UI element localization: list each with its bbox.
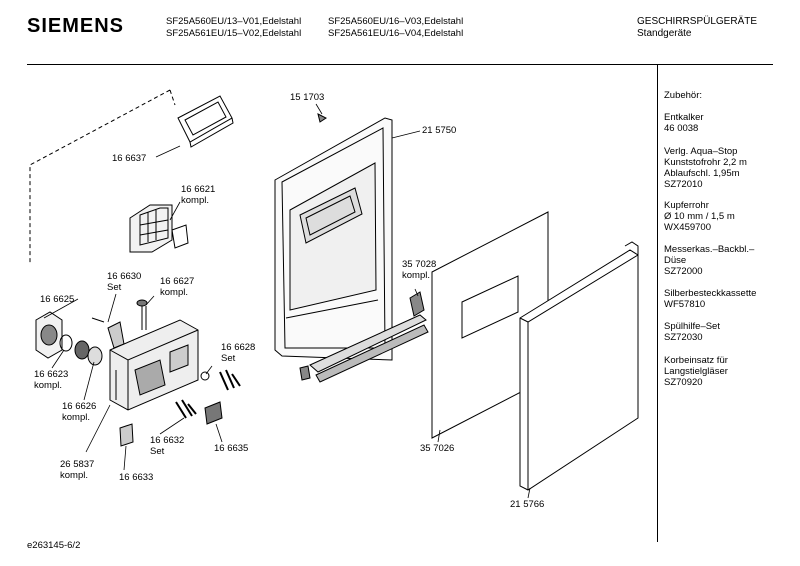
switch-166635 (204, 401, 223, 425)
accessory-code: SZ72030 (664, 332, 703, 343)
part-label-151703: 15 1703 (290, 92, 325, 103)
screw-166627 (136, 299, 148, 330)
accessory-item: Messerkas.–Backbl.– Düse SZ72000 (664, 244, 794, 277)
accessory-name: Messerkas.–Backbl.– Düse (664, 244, 755, 266)
screw-151703 (317, 113, 327, 123)
part-label-166623: 16 6623 kompl. (34, 369, 69, 391)
accessory-item: Kupferrohr Ø 10 mm / 1,5 m WX459700 (664, 200, 794, 233)
accessory-item: Verlg. Aqua–Stop Kunststofrohr 2,2 m Abl… (664, 146, 794, 190)
brand-logo: SIEMENS (27, 15, 125, 37)
accessory-name: Silberbesteckkassette (664, 288, 757, 299)
part-label-166625: 16 6625 (40, 294, 75, 305)
part-label-166628: 16 6628 Set (221, 342, 256, 364)
model-line-3: SF25A560EU/16–V03,Edelstahl (328, 16, 464, 27)
sidebar-rule (657, 64, 658, 542)
handle-357028 (299, 291, 429, 383)
accessories-title: Zubehör: (664, 90, 703, 101)
model-line-2: SF25A561EU/15–V02,Edelstahl (166, 28, 302, 39)
part-label-357026: 35 7026 (420, 443, 455, 454)
part-label-166635: 16 6635 (214, 443, 249, 454)
accessory-name: Kupferrohr Ø 10 mm / 1,5 m (664, 200, 735, 222)
part-label-215750: 21 5750 (422, 125, 457, 136)
category-subtitle: Standgeräte (637, 28, 692, 39)
spring-set-166632 (175, 399, 197, 419)
front-panel-357026 (431, 211, 549, 439)
header-rule (27, 64, 773, 65)
model-line-4: SF25A561EU/16–V04,Edelstahl (328, 28, 464, 39)
dispenser-cover-166621 (129, 204, 189, 253)
model-line-1: SF25A560EU/13–V01,Edelstahl (166, 16, 302, 27)
part-label-215766: 21 5766 (510, 499, 545, 510)
bushing-166626 (74, 340, 103, 366)
clip-166633 (119, 423, 134, 447)
part-label-166627: 16 6627 kompl. (160, 276, 195, 298)
part-label-166632: 16 6632 Set (150, 435, 185, 457)
accessory-item: Korbeinsatz für Langstielgläser SZ70920 (664, 355, 794, 388)
accessory-item: Entkalker 46 0038 (664, 112, 794, 134)
part-label-166626: 16 6626 kompl. (62, 401, 97, 423)
part-label-357028: 35 7028 kompl. (402, 259, 437, 281)
inner-door-panel-215750 (274, 117, 393, 361)
accessory-code: WX459700 (664, 222, 712, 233)
lever-set-166630 (91, 317, 125, 349)
spring-set-166628 (200, 369, 241, 391)
leader-lines (43, 103, 531, 499)
part-label-265837: 26 5837 kompl. (60, 459, 95, 481)
accessory-item: Spülhilfe–Set SZ72030 (664, 321, 794, 343)
part-label-166633: 16 6633 (119, 472, 154, 483)
accessory-name: Verlg. Aqua–Stop Kunststofrohr 2,2 m Abl… (664, 146, 747, 179)
drawing-code: e263145-6/2 (27, 540, 81, 551)
accessory-code: WF57810 (664, 299, 706, 310)
seal-ring-166623 (59, 334, 73, 352)
accessory-item: Silberbesteckkassette WF57810 (664, 288, 794, 310)
accessory-name: Spülhilfe–Set (664, 321, 720, 332)
assembly-dashed-outline (29, 89, 176, 265)
lock-housing-166625 (35, 311, 63, 359)
outer-door-215766 (519, 241, 639, 491)
accessory-name: Korbeinsatz für Langstielgläser (664, 355, 728, 377)
accessory-code: 46 0038 (664, 123, 699, 134)
category-title: GESCHIRRSPÜLGERÄTE (637, 16, 758, 27)
part-label-166621: 16 6621 kompl. (181, 184, 216, 206)
gasket-frame-166637 (177, 95, 234, 148)
part-label-166630: 16 6630 Set (107, 271, 142, 293)
accessory-code: SZ72000 (664, 266, 703, 277)
dispenser-body-265837 (109, 319, 199, 411)
part-label-166637: 16 6637 (112, 153, 147, 164)
accessory-code: SZ72010 (664, 179, 703, 190)
accessory-code: SZ70920 (664, 377, 703, 388)
accessory-name: Entkalker (664, 112, 704, 123)
